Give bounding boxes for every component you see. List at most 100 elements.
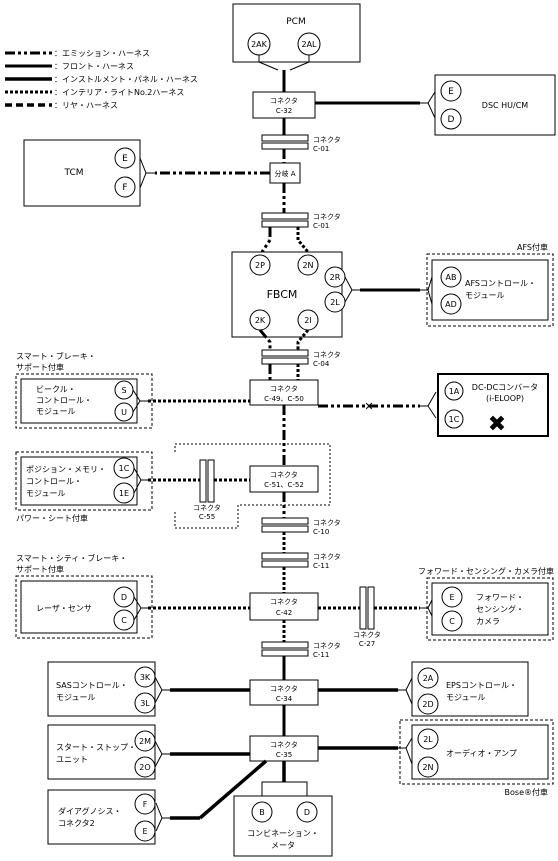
start-stop-unit: スタート・ストップ・ ユニット 2M 2O	[47, 724, 156, 780]
fbcm-label: FBCM	[267, 288, 298, 301]
ssbs-note-2: サポート付車	[16, 362, 64, 372]
pin-dlc-e	[134, 820, 156, 842]
audio-amplifier: 2L 2N オーディオ・アンプ	[411, 724, 549, 780]
c32-title: コネクタ	[270, 96, 298, 105]
c34-title: コネクタ	[270, 684, 298, 693]
camera-label-1: フォワード・	[476, 593, 524, 602]
pin-dlc-e-label: E	[142, 827, 147, 836]
pin-eps-2a-label: 2A	[423, 674, 434, 683]
vehicle-option-frame	[15, 373, 153, 429]
pin-afs-ab	[440, 266, 462, 288]
pin-dsc-e-label: E	[448, 87, 454, 97]
pin-fbcm-2n	[297, 254, 319, 276]
c51-id: C-51、C-52	[264, 481, 304, 489]
position-label-3: モジュール	[26, 489, 65, 498]
pin-startstop-2m-label: 2M	[139, 737, 151, 746]
legend-label-front: ：フロント・ハーネス	[54, 62, 134, 71]
pin-dsc-d	[440, 108, 462, 130]
position-memory-module: ポジション・メモリ・ コントロール・ モジュール 1C 1E	[20, 456, 138, 506]
pin-combi-d	[296, 801, 318, 823]
vehicle-label-3: モジュール	[36, 407, 75, 416]
c34-id: C-34	[276, 695, 293, 703]
position-option-frame	[15, 451, 153, 511]
c04-title: コネクタ	[313, 350, 341, 359]
camera-note: フォワード・センシング・カメラ付車	[418, 566, 554, 576]
c01a-id: C-01	[313, 145, 329, 153]
pin-audio-2l-label: 2L	[423, 735, 433, 744]
pin-sas-3k-label: 3K	[140, 673, 151, 682]
pin-combi-b	[251, 801, 273, 823]
pin-dlc-f	[134, 793, 156, 815]
afs-module: AB AD AFSコントロール・ モジュール	[431, 259, 549, 321]
pin-position-1c-label: 1C	[119, 464, 130, 473]
c35-title: コネクタ	[270, 740, 298, 749]
c04-id: C-04	[313, 360, 330, 368]
connector-c55: コネクタ C-55	[193, 459, 221, 521]
dlc-label-1: ダイアグノシス・	[58, 806, 121, 816]
pin-fbcm-2l-label: 2L	[330, 298, 340, 307]
eps-label-1: EPSコントロール・	[446, 681, 517, 690]
pin-audio-2n	[417, 756, 439, 778]
position-label-1: ポジション・メモリ・	[26, 465, 106, 474]
c42-id: C-42	[276, 609, 292, 617]
pin-startstop-2o-label: 2O	[139, 763, 150, 772]
laser-option-frame	[15, 575, 153, 639]
pcm-module: PCM 2AK 2AL	[232, 3, 361, 63]
cut-mark: ✕	[364, 400, 373, 413]
startstop-label-2: ユニット	[56, 755, 88, 764]
connector-c51-c52: コネクタ C-51、C-52	[249, 465, 319, 493]
vehicle-label-2: コントロール・	[36, 396, 92, 405]
dcdc-label-2: (i-ELOOP)	[486, 394, 524, 403]
legend: ：エミッション・ハーネス ：フロント・ハーネス ：インストルメント・パネル・ハー…	[5, 49, 198, 110]
pin-combi-b-label: B	[259, 808, 265, 817]
pin-dcdc-1c	[444, 409, 464, 429]
dsc-label: DSC HU/CM	[482, 101, 529, 110]
pin-afs-ab-label: AB	[446, 273, 457, 282]
pin-laser-d-label: D	[121, 593, 127, 602]
afs-note: AFS付車	[517, 242, 548, 252]
c01a-title: コネクタ	[313, 135, 341, 144]
pin-fbcm-2n-label: 2N	[302, 261, 313, 270]
c49-title: コネクタ	[270, 384, 298, 393]
pin-position-1e-label: 1E	[119, 489, 129, 498]
dcdc-converter: 1A 1C DC-DCコンバータ (i-ELOOP) ✖	[437, 373, 549, 437]
connector-c04: コネクタ C-04	[261, 349, 341, 368]
c49-id: C-49、C-50	[264, 395, 304, 403]
pin-fbcm-2p-label: 2P	[255, 261, 265, 270]
pin-dcdc-1c-label: 1C	[449, 415, 460, 424]
power-seat-note: パワー・シート付車	[16, 513, 88, 523]
c01b-id: C-01	[313, 222, 329, 230]
pin-dlc-f-label: F	[143, 800, 148, 809]
c11b-title: コネクタ	[313, 641, 341, 650]
pin-dcdc-1a	[444, 381, 464, 401]
pin-sas-3l-label: 3L	[140, 699, 150, 708]
afs-label-1: AFSコントロール・	[465, 279, 536, 288]
combi-label-2: メータ	[271, 841, 295, 850]
connector-c11-upper: コネクタ C-11	[261, 552, 341, 570]
c27-id: C-27	[359, 640, 375, 648]
audio-label: オーディオ・アンプ	[446, 748, 517, 758]
pin-tcm-e-label: E	[122, 154, 128, 164]
c01b-title: コネクタ	[313, 212, 341, 221]
scbs-note-2: サポート付車	[16, 564, 64, 574]
pin-fbcm-2k-label: 2K	[255, 316, 266, 325]
connector-c32: コネクタ C-32	[252, 91, 316, 119]
connector-c11-lower: コネクタ C-11	[261, 641, 341, 659]
scbs-note-1: スマート・シティ・ブレーキ・	[16, 553, 127, 563]
pin-fbcm-2i-label: 2I	[304, 316, 311, 325]
pin-camera-e-label: E	[449, 593, 454, 602]
sas-label-1: SASコントロール・	[56, 681, 128, 690]
diagnosis-connector: ダイアグノシス・ コネクタ2 F E	[47, 789, 156, 845]
camera-label-3: カメラ	[476, 617, 500, 626]
pin-fbcm-2p	[249, 254, 271, 276]
connector-c10: コネクタ C-10	[261, 517, 341, 536]
fault-mark: ✖	[488, 412, 506, 437]
c27-title: コネクタ	[353, 630, 381, 639]
connector-c42: コネクタ C-42	[249, 592, 319, 621]
pin-afs-ad	[440, 293, 462, 315]
pin-eps-2d-label: 2D	[422, 700, 433, 709]
pin-vehicle-s-label: S	[121, 386, 126, 395]
c10-title: コネクタ	[313, 518, 341, 527]
pin-pcm-2al-label: 2AL	[301, 40, 317, 49]
